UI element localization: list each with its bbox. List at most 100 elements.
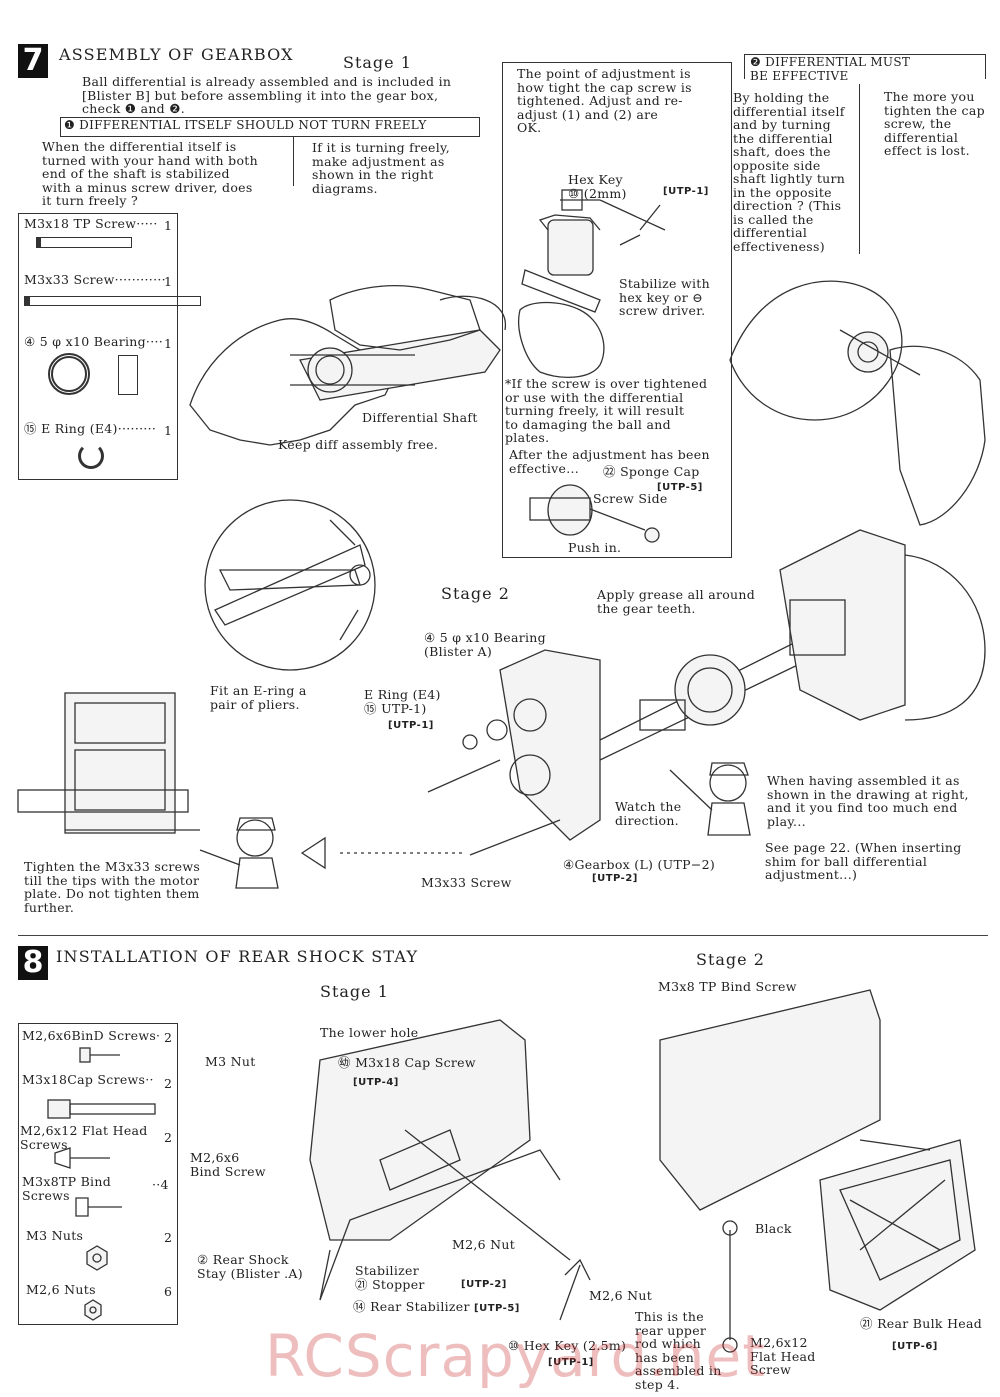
hex-key-label: Hex Key ⑩ (2mm) [568, 172, 627, 201]
m3x8-label: M3x8 TP Bind Screw [658, 979, 797, 994]
s7-intro-text: Ball differential is already assembled a… [82, 74, 452, 116]
s8-part-qty: ··4 [152, 1177, 169, 1192]
plier-detail-illustration [204, 499, 376, 671]
gearbox-side-illustration [17, 692, 200, 834]
diff-shaft-label: Differential Shaft [362, 410, 478, 425]
utp-tag: [UTP-5] [657, 482, 703, 493]
utp-tag: [UTP-5] [474, 1303, 520, 1314]
stage2-assembly-illustration [659, 989, 976, 1353]
rear-stabilizer-label: ⑭ Rear Stabilizer [353, 1299, 470, 1314]
check2-left-text: By holding the differential itself and b… [733, 90, 846, 254]
adjust-hands-illustration [518, 189, 666, 378]
s8-part-qty: 2 [164, 1230, 173, 1245]
stopper-label: Stabilizer ㉑ Stopper [355, 1263, 425, 1292]
section-7-title: ASSEMBLY OF GEARBOX [59, 45, 294, 64]
s7-part-qty: 1 [164, 274, 173, 289]
s8-part-qty: 2 [164, 1076, 173, 1091]
check2-right-text: The more you tighten the cap screw, the … [884, 89, 985, 158]
s8-part-name: M3x18Cap Screws·· [22, 1072, 154, 1087]
hex-key-label: ⑩ Hex Key (2.5m) [508, 1338, 627, 1353]
bearing-label: ④ 5 φ x10 Bearing (Blister A) [424, 630, 546, 659]
s8-part-qty: 6 [164, 1284, 173, 1299]
check1-right-text: If it is turning freely, make adjustment… [312, 140, 451, 196]
screw-icon [24, 296, 201, 306]
push-in-label: Push in. [568, 540, 622, 555]
s7-parts-box [18, 213, 178, 480]
s7-part-name: ④ 5 φ x10 Bearing···· [24, 334, 164, 349]
s8-part-name: M3x8TP Bind Screws [22, 1174, 112, 1203]
check2-title: ❷ DIFFERENTIAL MUST BE EFFECTIVE [750, 55, 911, 83]
tighten-text: Tighten the M3x33 screws till the tips w… [24, 859, 201, 915]
screw-side-label: Screw Side [593, 491, 668, 506]
watch-direction-label: Watch the direction. [615, 799, 682, 828]
section-7-number: 7 [18, 44, 48, 78]
utp-tag: [UTP-1] [388, 720, 434, 731]
bearing-icon [48, 353, 90, 395]
s8-parts-icons [47, 1047, 156, 1321]
m3x18-cap-label: ㉅ M3x18 Cap Screw [338, 1055, 476, 1070]
m3-nut-label: M3 Nut [205, 1054, 256, 1069]
utp-tag: [UTP-6] [892, 1341, 938, 1352]
adjust-point-text: The point of adjustment is how tight the… [517, 66, 692, 135]
flat-head-label: M2,6x12 Flat Head Screw [750, 1335, 816, 1377]
divider [859, 84, 860, 254]
sponge-cap-illustration [529, 484, 660, 543]
warning-text: *If the screw is over tightened or use w… [505, 376, 708, 445]
rear-shock-stay-illustration [309, 1019, 591, 1321]
stabilize-label: Stabilize with hex key or ⊖ screw driver… [619, 276, 710, 318]
utp-tag: [UTP-2] [461, 1279, 507, 1290]
s8-part-qty: 2 [164, 1030, 173, 1045]
section-8-number: 8 [18, 946, 48, 980]
gearbox-label: ④Gearbox (L) (UTP−2) [563, 857, 716, 872]
s7-part-name: M3x33 Screw············ [24, 272, 166, 287]
black-label: Black [755, 1221, 792, 1236]
utp-tag: [UTP-4] [353, 1077, 399, 1088]
s7-part-name: ⑮ E Ring (E4)········· [24, 421, 157, 436]
keep-free-label: Keep diff assembly free. [278, 437, 439, 452]
rear-bulkhead-label: ㉑ Rear Bulk Head [860, 1316, 983, 1331]
eclip-caption: Fit an E-ring a pair of pliers. [210, 683, 307, 712]
m26-nut-label: M2,6 Nut [452, 1237, 516, 1252]
gearbox-exploded-illustration [427, 529, 986, 856]
e-ring-icon [78, 443, 104, 469]
page22-text: See page 22. (When inserting shim for ba… [765, 840, 962, 882]
rear-shock-stay-label: ② Rear Shock Stay (Blister .A) [197, 1252, 303, 1281]
utp-tag: [UTP-1] [548, 1357, 594, 1368]
adjust-box [502, 62, 732, 558]
utp-tag: [UTP-2] [592, 873, 638, 884]
s8-part-name: M2,6 Nuts [26, 1282, 96, 1297]
s8-part-name: M2,6x6BinD Screws· [22, 1028, 161, 1043]
check1-title-box [60, 117, 480, 137]
s8-part-name: M3 Nuts [26, 1228, 84, 1243]
s8-stage1-label: Stage 1 [320, 982, 389, 1001]
s7-part-qty: 1 [164, 218, 173, 233]
s8-part-name: M2,6x12 Flat Head Screws [20, 1123, 148, 1152]
section-8-title: INSTALLATION OF REAR SHOCK STAY [56, 947, 419, 966]
bearing-side-icon [118, 355, 138, 395]
utp-tag: [UTP-1] [663, 186, 709, 197]
s7-stage1-label: Stage 1 [343, 53, 412, 72]
s8-part-qty: 2 [164, 1130, 173, 1145]
after-adjust-text: After the adjustment has been effective.… [509, 447, 710, 476]
hands-differential-illustration [189, 285, 506, 446]
direction-arrow [300, 836, 462, 870]
s7-part-qty: 1 [164, 423, 173, 438]
m3x33-label: M3x33 Screw [421, 875, 512, 890]
upper-rod-text: This is the rear upper rod which has bee… [635, 1309, 722, 1392]
s7-part-name: M3x18 TP Screw····· [24, 216, 158, 231]
ering-label: E Ring (E4) ⑮ UTP-1) [364, 687, 441, 716]
check1-title: ❶ DIFFERENTIAL ITSELF SHOULD NOT TURN FR… [64, 118, 427, 132]
end-play-text: When having assembled it as shown in the… [767, 773, 969, 829]
s7-part-qty: 1 [164, 336, 173, 351]
check2-hand-illustration [729, 280, 986, 526]
divider [293, 136, 294, 186]
s8-stage2-label: Stage 2 [696, 950, 765, 969]
s8-parts-box [18, 1023, 178, 1325]
s7-stage2-label: Stage 2 [441, 584, 510, 603]
watermark: RCScrapyard.net [265, 1322, 766, 1390]
check2-title-box [744, 54, 986, 79]
check1-left-text: When the differential itself is turned w… [42, 139, 258, 208]
grease-label: Apply grease all around the gear teeth. [597, 587, 756, 616]
m26-nut2-label: M2,6 Nut [589, 1288, 653, 1303]
